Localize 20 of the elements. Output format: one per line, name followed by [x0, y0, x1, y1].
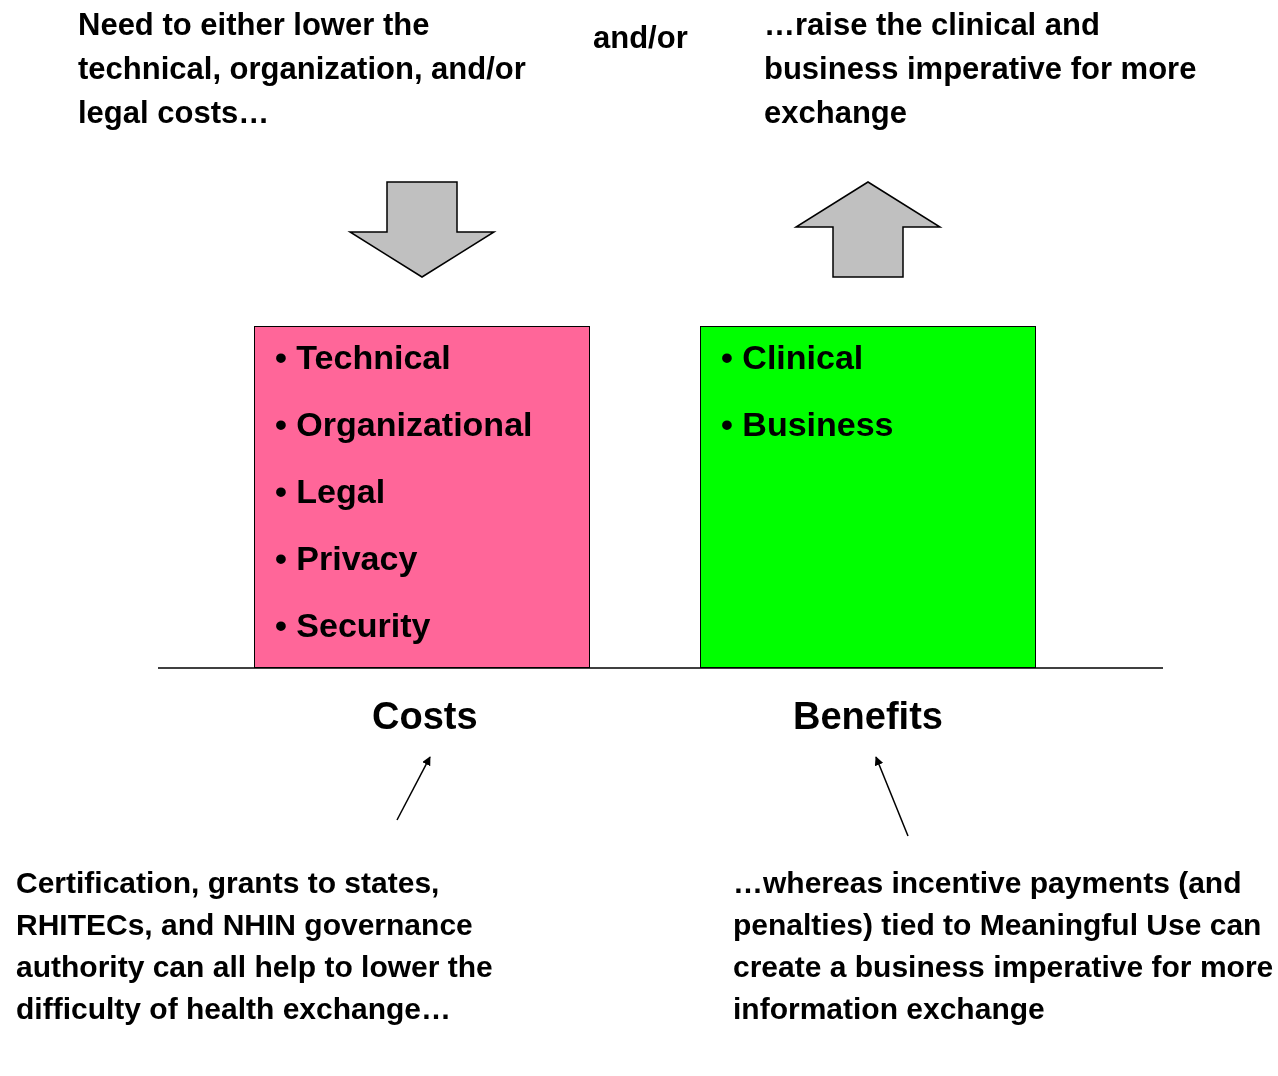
heading-text: Benefits — [793, 694, 943, 738]
bullet-item: • Clinical — [721, 337, 864, 377]
bullet-item: • Security — [275, 605, 431, 645]
note-text: Certification, grants to states, RHITECs, and NHIN governance authority can all help to lower the difficulty of health exchange… — [16, 862, 546, 1030]
benefit-box — [700, 326, 1036, 668]
block-arrow — [347, 181, 497, 278]
bullet-item: • Business — [721, 404, 894, 444]
arrow — [396, 756, 431, 821]
note-text: …raise the clinical and business imperative for more exchange — [764, 3, 1234, 135]
bullet-item: • Privacy — [275, 538, 418, 578]
bullet-item: • Legal — [275, 471, 386, 511]
cost-box — [254, 326, 590, 668]
note-text: …whereas incentive payments (and penalties) tied to Meaningful Use can create a business imperative for more information exchange — [733, 862, 1278, 1030]
bullet-item: • Technical — [275, 337, 451, 377]
connector-text: and/or — [593, 19, 688, 57]
note-text: Need to either lower the technical, organization, and/or legal costs… — [78, 3, 538, 135]
bullet-item: • Organizational — [275, 404, 533, 444]
heading-text: Costs — [372, 694, 478, 738]
block-arrow — [793, 181, 943, 278]
arrow — [874, 756, 909, 837]
